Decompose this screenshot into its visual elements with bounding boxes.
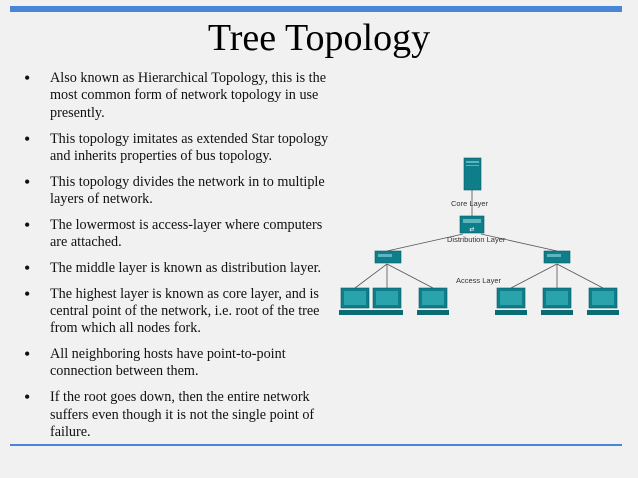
computer-icon — [541, 287, 573, 315]
bullet-dot: • — [24, 128, 31, 149]
distribution-switch-icon — [374, 250, 402, 264]
bullet-item: •This topology divides the network in to… — [24, 171, 325, 208]
slide-title: Tree Topology — [207, 17, 431, 59]
core-switch-icon: ⇄ — [459, 215, 485, 234]
core-server-icon — [463, 157, 482, 191]
bullet-dot: • — [24, 283, 31, 304]
distribution-switch-icon — [543, 250, 571, 264]
access-layer-label: Access Layer — [456, 276, 502, 285]
svg-text:⇄: ⇄ — [469, 226, 474, 233]
bottom-accent-rule — [10, 444, 622, 446]
core-layer-label: Core Layer — [451, 199, 489, 208]
bullet-dot: • — [24, 214, 31, 235]
bullet-dot: • — [24, 257, 31, 278]
tree-topology-diagram: Core Layer ⇄ Distribution Layer Access L… — [339, 157, 619, 315]
bullet-dot: • — [24, 68, 31, 88]
computer-icon — [587, 287, 619, 315]
connection-lines — [354, 190, 604, 289]
top-accent-rule — [10, 6, 622, 12]
bullet-item: •The middle layer is known as distributi… — [24, 257, 322, 278]
bullet-item: •The lowermost is access-layer where com… — [24, 214, 323, 251]
bullet-dot: • — [24, 171, 31, 192]
bullet-item: •All neighboring hosts have point-to-poi… — [24, 344, 286, 380]
distribution-layer-label: Distribution Layer — [447, 235, 506, 244]
computer-icon — [417, 287, 449, 315]
bullet-item: •If the root goes down, then the entire … — [24, 387, 315, 440]
bullet-item: •The highest layer is known as core laye… — [24, 283, 320, 337]
access-computers — [339, 287, 619, 315]
computer-icon — [371, 287, 403, 315]
bullet-item: •Also known as Hierarchical Topology, th… — [24, 68, 327, 121]
bullet-dot: • — [24, 387, 31, 408]
bullet-list: •Also known as Hierarchical Topology, th… — [24, 68, 334, 450]
bullet-item: •This topology imitates as extended Star… — [24, 128, 329, 164]
computer-icon — [339, 287, 371, 315]
computer-icon — [495, 287, 527, 315]
bullet-dot: • — [24, 344, 31, 365]
